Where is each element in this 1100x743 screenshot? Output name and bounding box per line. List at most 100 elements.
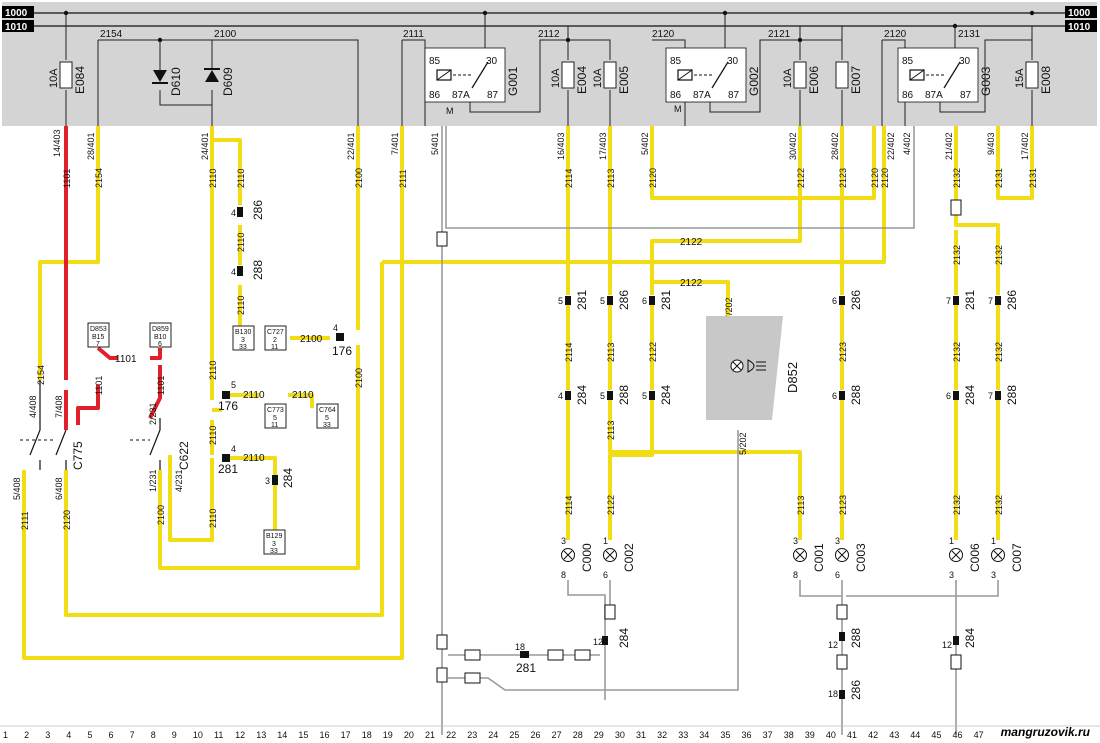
ruler-tick: 42 (868, 730, 878, 740)
svg-text:2122: 2122 (648, 342, 658, 362)
ruler-tick: 5 (87, 730, 92, 740)
svg-text:G002: G002 (747, 66, 761, 96)
svg-text:1101: 1101 (94, 376, 104, 395)
svg-text:4: 4 (333, 323, 338, 333)
svg-text:2122: 2122 (680, 237, 703, 248)
svg-text:2113: 2113 (606, 169, 616, 188)
svg-text:6: 6 (158, 341, 162, 348)
ruler-tick: 22 (446, 730, 456, 740)
svg-text:E084: E084 (73, 66, 87, 94)
svg-text:281: 281 (963, 290, 977, 310)
ruler-tick: 7 (130, 730, 135, 740)
svg-text:22/402: 22/402 (886, 132, 896, 160)
svg-text:6/408: 6/408 (54, 477, 64, 500)
svg-text:281: 281 (659, 290, 673, 310)
svg-text:87: 87 (728, 90, 740, 101)
svg-text:5/401: 5/401 (430, 132, 440, 155)
svg-text:24/401: 24/401 (200, 132, 210, 160)
svg-text:286: 286 (251, 200, 265, 220)
ruler-tick: 39 (805, 730, 815, 740)
panel-pin-labels: 14/403 28/401 24/401 22/401 7/401 5/401 … (52, 129, 1030, 160)
svg-text:1: 1 (949, 536, 954, 546)
ruler-tick: 17 (341, 730, 351, 740)
ruler-tick: 34 (699, 730, 709, 740)
svg-text:C007: C007 (1010, 543, 1024, 572)
svg-text:17/403: 17/403 (598, 132, 608, 160)
lamps (561, 548, 1005, 562)
ruler-tick: 30 (615, 730, 625, 740)
fuse-e008: 15A E008 (1014, 61, 1053, 94)
bus-1000-label-right: 1000 (1068, 8, 1091, 19)
svg-text:10A: 10A (782, 68, 794, 88)
svg-text:8: 8 (793, 570, 798, 580)
svg-text:2154: 2154 (94, 168, 104, 188)
ruler-tick: 3 (45, 730, 50, 740)
svg-text:7/408: 7/408 (54, 395, 64, 418)
svg-text:5/402: 5/402 (640, 132, 650, 155)
svg-text:1101: 1101 (115, 354, 137, 365)
ruler-tick: 23 (467, 730, 477, 740)
bus-1010-label-right: 1010 (1068, 22, 1091, 33)
svg-text:6: 6 (835, 570, 840, 580)
svg-text:E004: E004 (575, 66, 589, 94)
svg-text:2110: 2110 (236, 169, 246, 188)
yellow-wires (22, 126, 1034, 660)
svg-text:7: 7 (988, 296, 993, 306)
svg-text:D609: D609 (221, 67, 235, 96)
svg-text:2113: 2113 (606, 343, 616, 362)
svg-text:3: 3 (793, 536, 798, 546)
svg-text:2110: 2110 (236, 233, 246, 252)
svg-text:B130: B130 (235, 329, 251, 336)
svg-text:M: M (446, 106, 454, 116)
ruler-tick: 46 (953, 730, 963, 740)
connectors: 4 286 4 288 4 176 5 176 4 281 3 284 5 28… (218, 200, 1019, 700)
svg-text:2132: 2132 (994, 495, 1004, 515)
svg-text:33: 33 (270, 548, 278, 555)
svg-text:4/402: 4/402 (902, 132, 912, 155)
svg-text:2131: 2131 (994, 168, 1004, 188)
svg-text:C000: C000 (580, 543, 594, 572)
ruler-tick: 19 (383, 730, 393, 740)
svg-text:22/401: 22/401 (346, 132, 356, 160)
svg-text:B129: B129 (266, 533, 282, 540)
svg-text:10A: 10A (592, 68, 604, 88)
ruler-tick: 32 (657, 730, 667, 740)
svg-text:30: 30 (959, 56, 971, 67)
lamp-pin-numbers: 38 16 38 36 13 13 (561, 536, 996, 580)
svg-text:D859: D859 (152, 326, 169, 333)
ref-box-d859: D859 B10 6 (149, 322, 172, 348)
svg-text:284: 284 (575, 385, 589, 405)
svg-text:2132: 2132 (952, 245, 962, 265)
svg-text:2122: 2122 (796, 168, 806, 188)
panel-code-2154: 2154 (100, 29, 123, 40)
svg-text:11: 11 (271, 422, 278, 429)
bus-1010-label-left: 1010 (5, 22, 28, 33)
svg-text:2113: 2113 (796, 496, 806, 515)
svg-text:288: 288 (1005, 385, 1019, 405)
svg-text:3: 3 (991, 570, 996, 580)
svg-text:281: 281 (218, 462, 238, 476)
svg-text:7: 7 (96, 341, 100, 348)
ruler-tick: 31 (636, 730, 646, 740)
svg-text:85: 85 (670, 56, 682, 67)
svg-text:4: 4 (558, 391, 563, 401)
svg-text:18: 18 (515, 642, 525, 652)
svg-text:6: 6 (946, 391, 951, 401)
svg-text:286: 286 (849, 290, 863, 310)
svg-text:85: 85 (902, 56, 914, 67)
svg-text:2123: 2123 (838, 342, 848, 362)
relay-g002: 85 30 86 87A 87 M G002 (665, 47, 761, 114)
svg-text:E007: E007 (849, 66, 863, 94)
svg-text:85: 85 (429, 56, 441, 67)
ruler-tick: 37 (763, 730, 773, 740)
svg-text:6: 6 (832, 296, 837, 306)
svg-text:E005: E005 (617, 66, 631, 94)
svg-text:284: 284 (281, 468, 295, 488)
svg-text:2120: 2120 (648, 168, 658, 188)
svg-text:2132: 2132 (952, 168, 962, 188)
svg-text:86: 86 (902, 90, 914, 101)
fuse-e084: 10A E084 (48, 61, 87, 94)
svg-text:284: 284 (963, 385, 977, 405)
svg-text:5: 5 (273, 415, 277, 422)
